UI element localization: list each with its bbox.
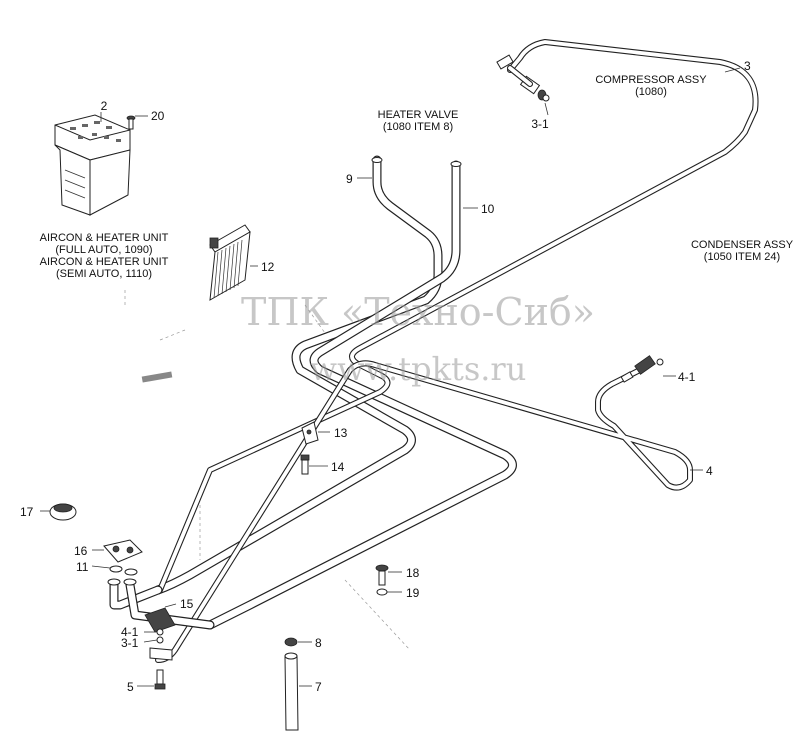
compressor-ref: (1080) [635,86,667,98]
aircon-full-ref: (FULL AUTO, 1090) [55,244,152,256]
callout-4-1-right: 4-1 [678,370,696,384]
compressor-fitting [496,54,550,102]
faint-guide-lines [124,290,411,651]
connector-12 [209,224,251,301]
nut-19 [376,588,388,596]
callout-2: 2 [101,99,108,113]
condenser-fitting [620,355,664,383]
callout-7: 7 [315,680,322,694]
heater-valve-label: HEATER VALVE [378,109,459,121]
watermark-company: ТПК «Техно-Сиб» [241,290,595,334]
callout-13: 13 [334,426,348,440]
condenser-label: CONDENSER ASSY [691,239,794,251]
bolt-14 [300,454,310,475]
callout-18: 18 [406,566,420,580]
callout-9: 9 [346,172,353,186]
grommet-17 [49,503,77,521]
callout-17: 17 [20,505,34,519]
callout-8: 8 [315,636,322,650]
heater-pipe-9 [153,155,443,595]
callout-19: 19 [406,586,420,600]
callout-11: 11 [76,560,89,574]
watermark-url: www.tpkts.ru [310,350,527,388]
callout-16: 16 [74,544,88,558]
leader-lines [40,67,741,687]
callout-4: 4 [706,464,713,478]
pipe-u-ends [107,578,215,630]
bracket-13 [301,421,319,445]
seals-bottom [149,628,173,661]
clamp-8 [284,637,298,647]
compressor-label: COMPRESSOR ASSY [595,74,707,86]
ring-11 [109,565,138,576]
callout-10: 10 [481,202,495,216]
callout-12: 12 [261,260,275,274]
heater-pipe-10 [205,157,517,630]
screw-20 [126,115,136,130]
plate-15 [144,607,176,633]
callout-5: 5 [127,680,134,694]
callout-3: 3 [744,59,751,73]
bolt-5 [154,669,166,690]
seal-plate-16 [103,539,143,563]
heater-valve-ref: (1080 ITEM 8) [383,121,453,133]
callout-15: 15 [180,597,194,611]
condenser-ref: (1050 ITEM 24) [704,251,780,263]
callout-3-1-bottom: 3-1 [121,636,139,650]
callout-3-1-top: 3-1 [531,117,549,131]
aircon-semi-label: AIRCON & HEATER UNIT [40,256,169,268]
liquid-pipe-4 [155,360,693,663]
callout-4-1-bottom: 4-1 [121,625,139,639]
aircon-control-unit [54,114,131,216]
hose-7 [284,652,299,731]
callout-14: 14 [331,460,345,474]
bolt-18 [375,564,389,586]
grille-mark [141,371,173,383]
discharge-pipe-3 [157,39,759,593]
aircon-semi-ref: (SEMI AUTO, 1110) [56,268,152,280]
callout-20: 20 [151,109,165,123]
aircon-full-label: AIRCON & HEATER UNIT [40,232,169,244]
